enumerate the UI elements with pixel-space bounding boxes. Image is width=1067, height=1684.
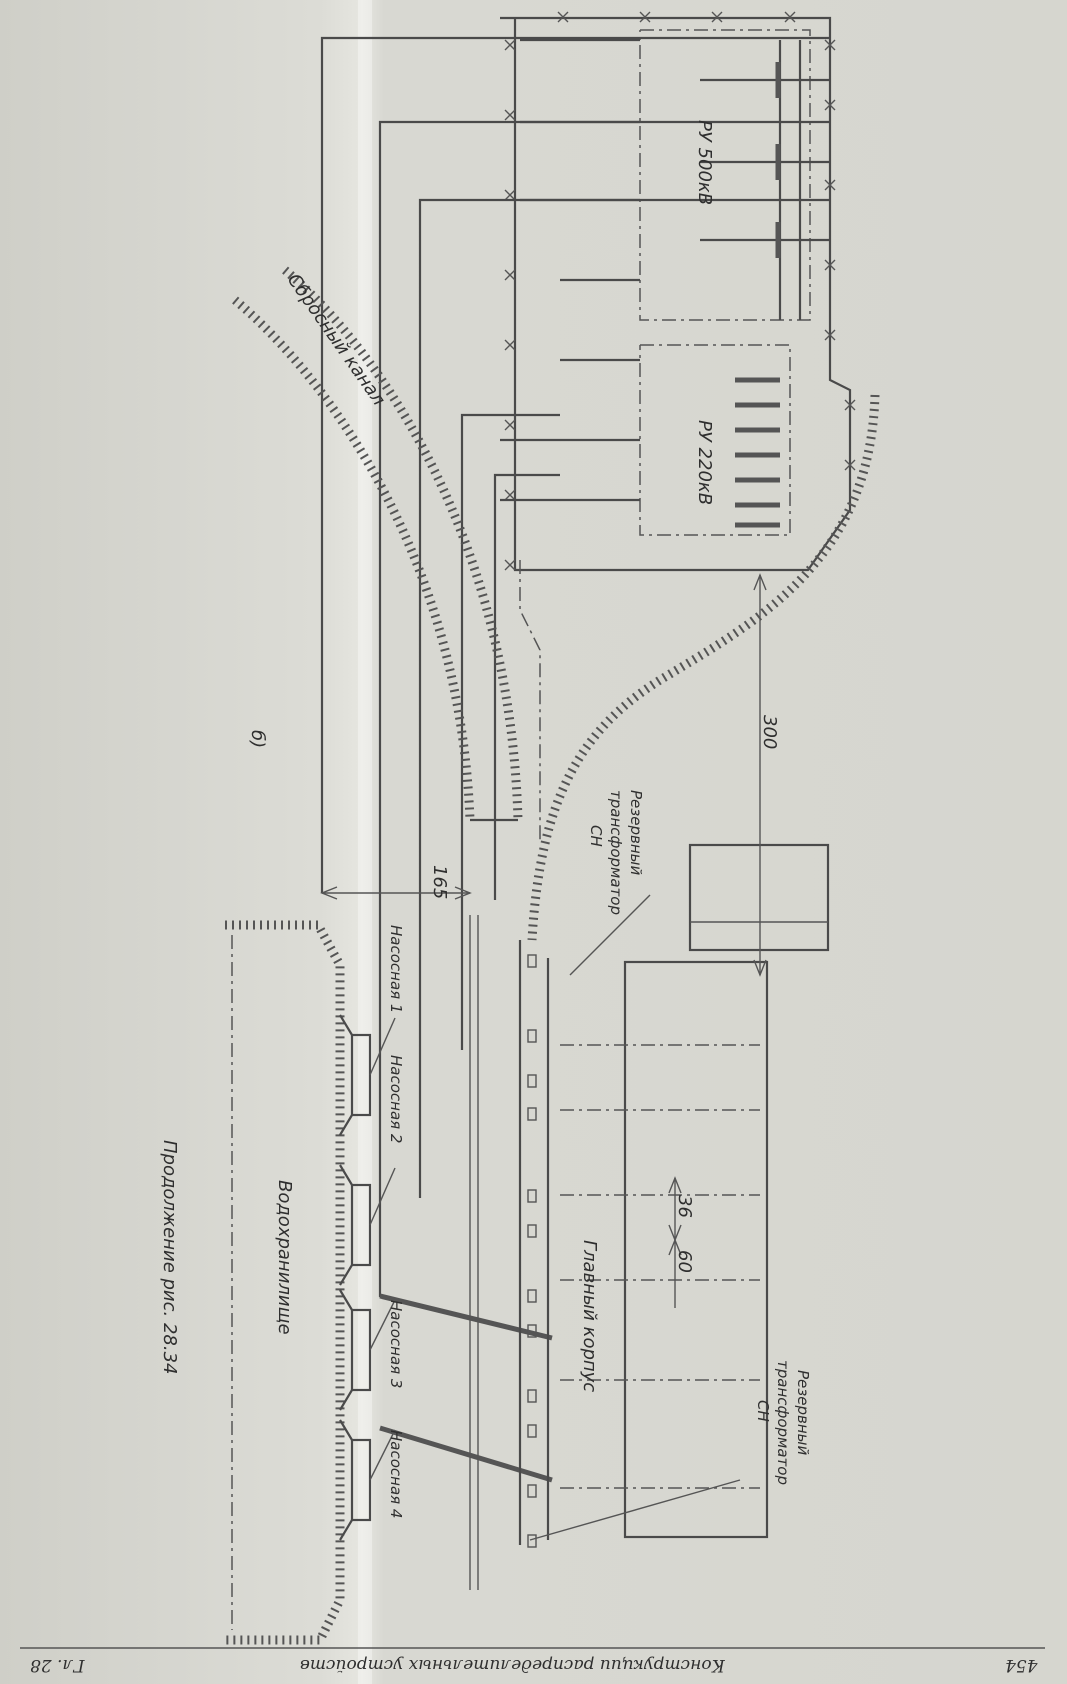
ru220-feeder-lines	[500, 360, 640, 500]
pump4-label: Насосная 4	[387, 1430, 405, 1518]
reserve-tr-top-line2: трансформатор	[607, 790, 625, 915]
header-chapter: Гл. 28	[30, 1655, 85, 1675]
pump2-label: Насосная 2	[387, 1055, 405, 1143]
panel-letter: б)	[247, 730, 268, 748]
dim-165: 165	[429, 865, 450, 899]
header-running-title: Конструкции распределительных устройств	[300, 1655, 725, 1675]
reservoir-label: Водохранилище	[274, 1180, 295, 1335]
reserve-tr-bottom-line3: СН	[754, 1400, 772, 1422]
dim-60: 60	[674, 1250, 695, 1273]
discharge-canal-inner	[285, 270, 518, 820]
dim-300: 300	[759, 715, 780, 749]
fence-x-marks	[505, 12, 855, 570]
figure-caption: Продолжение рис. 28.34	[159, 1140, 180, 1374]
pump1-label: Насосная 1	[387, 925, 405, 1013]
dim-36: 36	[674, 1195, 695, 1218]
dimension-300	[754, 575, 766, 975]
reserve-tr-top-line3: СН	[587, 825, 605, 847]
pump3-label: Насосная 3	[387, 1300, 405, 1388]
ru500-feeder-lines	[520, 40, 640, 280]
ru500-fence	[500, 18, 850, 570]
transmission-lines-heavy	[380, 1296, 552, 1480]
main-building-bus	[520, 940, 548, 1545]
unit-transformers	[528, 955, 536, 1547]
ru500-inner-boundary	[640, 30, 810, 320]
reserve-tr-bottom-line2: трансформатор	[774, 1360, 792, 1485]
main-building-label: Главный корпус	[579, 1240, 600, 1392]
ru220-disconnectors	[735, 380, 780, 525]
reserve-transformer-box	[690, 845, 828, 950]
main-building-outline	[625, 962, 767, 1537]
internal-road	[520, 560, 540, 840]
reserve-tr-bottom-line1: Резервный	[794, 1370, 812, 1455]
ru220-label: РУ 220кВ	[694, 420, 715, 505]
railway-track-straight	[470, 915, 478, 1590]
reserve-tr-top-line1: Резервный	[627, 790, 645, 875]
header-page-number: 454	[1005, 1655, 1037, 1675]
ru500-label: РУ 500кВ	[694, 120, 715, 205]
